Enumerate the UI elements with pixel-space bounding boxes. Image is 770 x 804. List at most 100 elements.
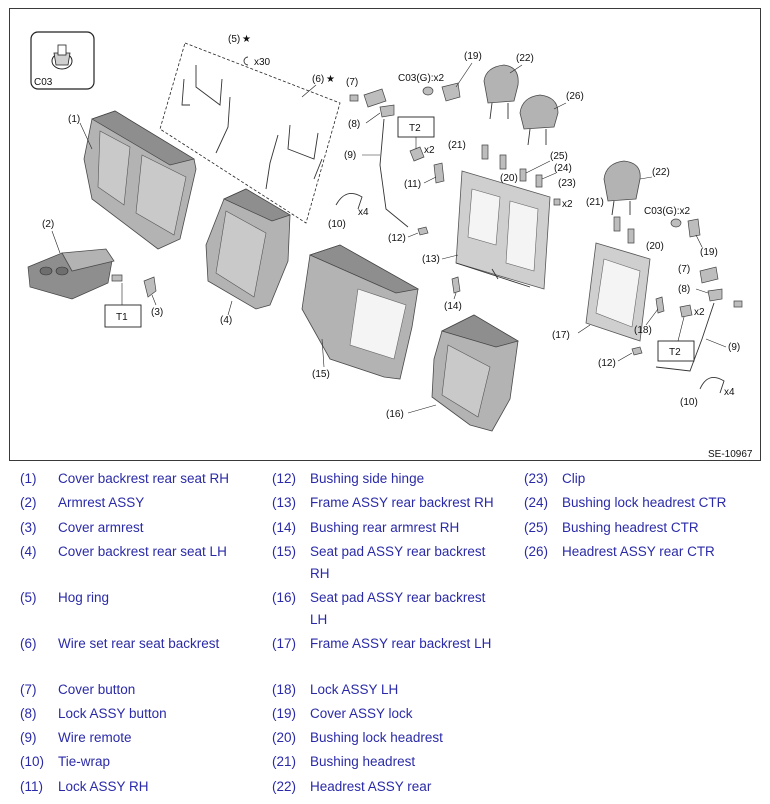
lock-assy-lh <box>655 296 665 314</box>
cover-lock-rh <box>441 82 461 102</box>
bushing-headrest-ctr <box>519 168 527 182</box>
qty-x2b: x2 <box>562 199 573 210</box>
legend-item: (19) Cover ASSY lock <box>272 703 512 725</box>
bushing-headrest-b <box>613 216 621 232</box>
headrest-rear-rh <box>483 64 519 120</box>
bushing-side-hinge-rh <box>417 226 429 236</box>
legend-item: (17)Frame ASSY rear backrest LH <box>272 633 512 655</box>
legend-name: Hog ring <box>58 590 110 605</box>
legend-name: Tie-wrap <box>58 754 111 769</box>
legend-item: (14)Bushing rear armrest RH <box>272 517 512 539</box>
legend-item: (11) Lock ASSY RH <box>20 776 260 798</box>
legend-name: Lock ASSY LH <box>310 682 399 697</box>
legend-item: (18) Lock ASSY LH <box>272 679 512 701</box>
legend-item: (2)Armrest ASSY <box>20 492 260 514</box>
callout-3: (3) <box>151 307 163 318</box>
legend-number: (15) <box>272 544 297 559</box>
lock-button-rh <box>379 104 395 118</box>
legend-item: (21)Bushing headrest <box>272 751 512 773</box>
legend-item: (25) Bushing headrest CTR <box>524 517 764 539</box>
qty-x4a: x4 <box>358 207 369 218</box>
qty-x30: x30 <box>254 57 271 68</box>
callout-9b: (9) <box>728 342 740 353</box>
callout-25: (25) <box>550 151 568 162</box>
legend-number: (24) <box>524 495 549 510</box>
frame-assy-lh <box>585 242 651 342</box>
legend-name: Bushing headrest CTR <box>562 520 699 535</box>
bushing-headrest-a <box>481 144 489 160</box>
legend-number: (16) <box>272 590 297 605</box>
wire-set <box>181 65 323 190</box>
legend-number: (11) <box>20 779 44 794</box>
tie-wrap-lh <box>699 376 725 394</box>
legend-item: (10)Tie-wrap <box>20 751 260 773</box>
legend-item: (20)Bushing lock headrest <box>272 727 512 749</box>
legend-number: (25) <box>524 520 549 535</box>
legend-item: (9)Wire remote <box>20 727 260 749</box>
torque-t2b: T2 <box>669 347 681 358</box>
legend-number: (8) <box>20 706 37 721</box>
callout-20b: (20) <box>646 241 664 252</box>
legend-number: (2) <box>20 495 37 510</box>
callout-2: (2) <box>42 219 54 230</box>
callout-23: (23) <box>558 178 576 189</box>
clip-c03-b <box>670 218 682 228</box>
clip-c03-icon: C03 <box>30 31 95 90</box>
callout-24: (24) <box>554 163 572 174</box>
legend-item: (8)Lock ASSY button <box>20 703 260 725</box>
legend-name-line2: RH <box>310 566 330 581</box>
callout-6: (6) <box>312 74 324 85</box>
screw-rh <box>349 94 359 102</box>
legend-name-line2: LH <box>310 612 328 627</box>
legend-number: (23) <box>524 471 549 486</box>
wire-remote-lh <box>655 302 715 372</box>
cover-button-lh <box>699 266 719 284</box>
legend-number: (19) <box>272 706 297 721</box>
callout-10a: (10) <box>328 219 346 230</box>
legend-name: Bushing lock headrest <box>310 730 443 745</box>
legend-item: (3)Cover armrest <box>20 517 260 539</box>
bushing-side-hinge-lh <box>631 346 643 356</box>
cover-backrest-lh <box>205 188 291 310</box>
legend-number: (3) <box>20 520 37 535</box>
star-5: ★ <box>242 34 251 45</box>
clip-qty-a: C03(G):x2 <box>398 73 445 84</box>
cover-lock-lh <box>687 218 701 238</box>
tie-wrap-rh <box>335 192 363 210</box>
lock-assy-rh <box>433 162 445 184</box>
legend-item: (1)Cover backrest rear seat RH <box>20 468 260 490</box>
callout-22a: (22) <box>516 53 534 64</box>
legend-item: (12)Bushing side hinge <box>272 468 512 490</box>
legend-name: Cover button <box>58 682 136 697</box>
legend-name: Wire set rear seat backrest <box>58 636 220 651</box>
star-6: ★ <box>326 74 335 85</box>
legend-number: (4) <box>20 544 37 559</box>
callout-21b: (21) <box>586 197 604 208</box>
legend-item: (5)Hog ring <box>20 587 260 609</box>
legend-name: Cover ASSY lock <box>310 706 413 721</box>
parts-legend: (1)Cover backrest rear seat RH(2)Armrest… <box>0 466 770 804</box>
legend-number: (18) <box>272 682 297 697</box>
legend-name: Bushing lock headrest CTR <box>562 495 727 510</box>
callout-15: (15) <box>312 369 330 380</box>
headrest-rear-ctr <box>519 94 559 146</box>
bushing-lock-headrest-b <box>627 228 635 244</box>
legend-number: (13) <box>272 495 297 510</box>
legend-name: Lock ASSY RH <box>58 779 149 794</box>
legend-number: (22) <box>272 779 297 794</box>
callout-22b: (22) <box>652 167 670 178</box>
legend-number: (14) <box>272 520 297 535</box>
exploded-diagram: C03 (1) (2) T1 (3) (4) (6) <box>9 8 761 461</box>
callout-7a: (7) <box>346 77 358 88</box>
callout-1: (1) <box>68 114 80 125</box>
legend-number: (1) <box>20 471 37 486</box>
wire-remote-rh <box>379 118 409 228</box>
clip-qty-b: C03(G):x2 <box>644 206 691 217</box>
headrest-rear-lh <box>603 160 641 216</box>
callout-26: (26) <box>566 91 584 102</box>
bolt-lh <box>679 304 693 318</box>
legend-number: (17) <box>272 636 297 651</box>
clip-c03-a <box>422 86 434 96</box>
torque-box-t2b <box>657 340 695 362</box>
